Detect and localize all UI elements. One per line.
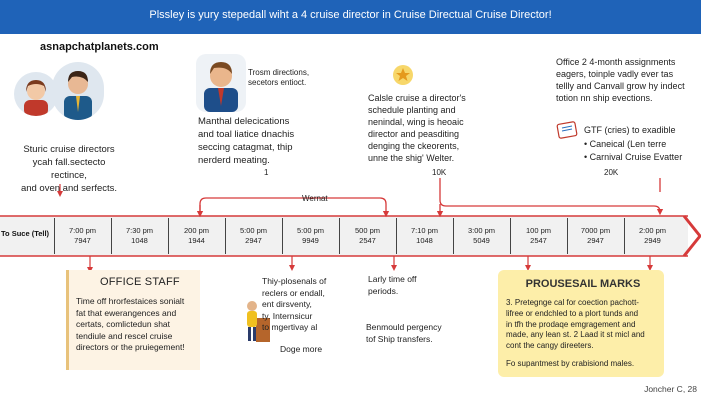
timeline-code: 2547 — [530, 236, 547, 245]
woman-avatar — [14, 72, 58, 116]
right-center-marker: 10K — [432, 168, 447, 177]
timeline-time: 2:00 pm — [638, 226, 667, 235]
staff-worker-icon — [238, 296, 274, 346]
timeline-divider — [510, 218, 511, 254]
timeline-code: 1048 — [416, 236, 433, 245]
site-name: asnapchatplanets.com — [40, 41, 159, 53]
timeline-divider — [624, 218, 625, 254]
timeline-code: 2947 — [245, 236, 262, 245]
timeline-divider — [396, 218, 397, 254]
cruise-director-avatar — [196, 54, 246, 112]
timeline-code: 2949 — [644, 236, 661, 245]
timeline-code: 2547 — [359, 236, 376, 245]
timeline-divider — [339, 218, 340, 254]
header-banner — [0, 0, 701, 34]
right-top-list-title: GTF (cries) to exadible — [584, 125, 676, 135]
bottom-mid-text-a: Larly time off periods. — [368, 274, 417, 296]
header-subtitle: Plssley is yury stepedall wiht a 4 cruis… — [149, 9, 552, 21]
star-icon — [392, 64, 414, 86]
timeline-divider — [282, 218, 283, 254]
office-staff-text: Time off hrorfestaices sonialt fat that … — [76, 296, 185, 352]
timeline-divider — [111, 218, 112, 254]
right-top-description: Office 2 4-month assignments eagers, toi… — [556, 57, 685, 103]
director-speech: Trosm directions, secetors entioct. — [248, 68, 310, 87]
center-label: Wernat — [302, 194, 328, 203]
office-staff-panel — [66, 270, 200, 370]
timeline-time: 3:00 pm — [467, 226, 496, 235]
proposal-title: PROUSESAIL MARKS — [525, 278, 641, 290]
timeline-divider — [168, 218, 169, 254]
timeline-code: 7947 — [74, 236, 91, 245]
timeline-divider — [453, 218, 454, 254]
timeline-code: 1944 — [188, 236, 205, 245]
list-item: • Carnival Cruise Evatter — [584, 152, 683, 162]
right-top-marker: 20K — [604, 168, 619, 177]
bottom-mid-text-b: Benmould pergency tof Ship transfers. — [366, 322, 442, 344]
center-marker: 1 — [264, 168, 269, 177]
right-center-description: Calsle cruise a director's schedule plan… — [368, 93, 466, 163]
timeline-time: 200 pm — [183, 226, 210, 235]
timeline-time: 5:00 pm — [239, 226, 268, 235]
man-avatar — [52, 62, 104, 120]
list-item: • Caneical (Len terre — [584, 139, 667, 149]
timeline-time: 500 pm — [354, 226, 381, 235]
center-description: Manthal delecications and toal liatice d… — [198, 116, 295, 166]
proposal-text: 3. Pretegnge cal for coection pachott- l… — [506, 298, 645, 351]
bottom-center-text: Thiy-plosenals of reclers or endall, ent… — [262, 276, 327, 332]
timeline-divider — [54, 218, 55, 254]
right-top-list: • Caneical (Len terre • Carnival Cruise … — [584, 138, 682, 164]
proposal-footer: Fo supantmest by crabisiond males. — [506, 359, 635, 368]
timeline-code: 5049 — [473, 236, 490, 245]
left-description: Sturic cruise directors ycah fall.sectec… — [20, 144, 118, 194]
page-footer: Joncher C, 28 — [644, 384, 697, 394]
timeline-time: 7:00 pm — [68, 226, 97, 235]
timeline-time: 7:10 pm — [410, 226, 439, 235]
timeline-divider — [567, 218, 568, 254]
timeline-start-label: To Suce (Tell) — [1, 229, 50, 238]
document-icon — [556, 120, 580, 140]
proposal-panel — [498, 270, 664, 377]
timeline-time: 100 pm — [525, 226, 552, 235]
timeline-time: 7000 pm — [580, 226, 611, 235]
timeline-divider — [225, 218, 226, 254]
timeline-code: 1048 — [131, 236, 148, 245]
timeline-time: 5:00 pm — [296, 226, 325, 235]
timeline-time: 7:30 pm — [125, 226, 154, 235]
timeline-code: 2947 — [587, 236, 604, 245]
timeline-code: 9949 — [302, 236, 319, 245]
bottom-center-more: Doge more — [280, 344, 323, 354]
office-staff-title: OFFICE STAFF — [100, 276, 180, 288]
